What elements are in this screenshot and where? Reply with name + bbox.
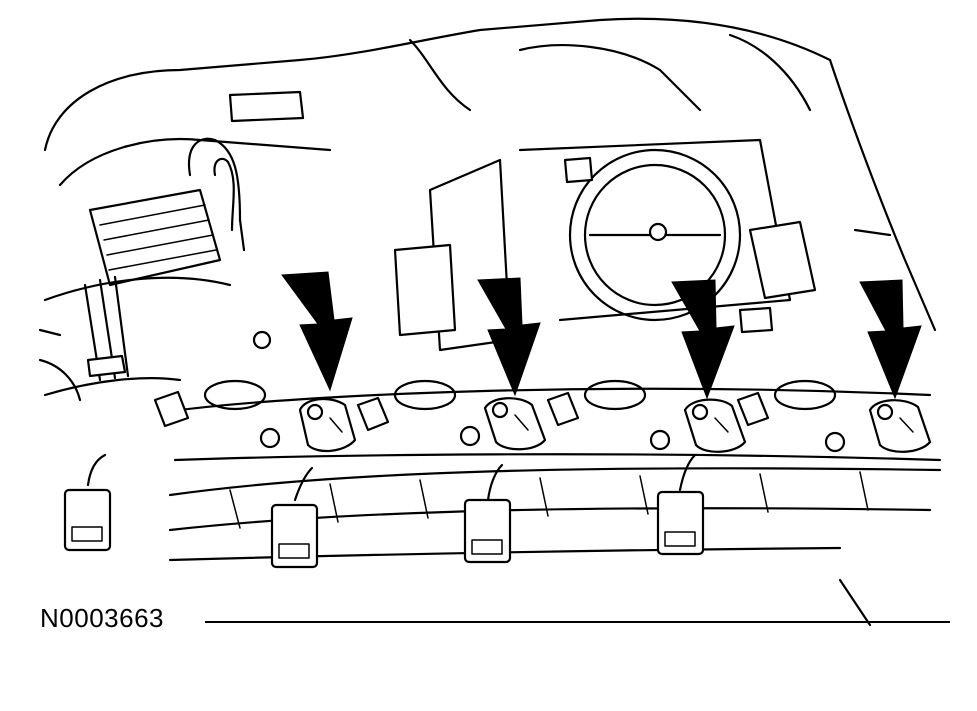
fuel-injector-1 — [298, 397, 357, 453]
callout-arrow-4 — [859, 279, 922, 400]
callout-arrow-2 — [477, 277, 541, 397]
idle-air-control-valve — [393, 158, 512, 352]
throttle-body — [518, 138, 817, 334]
harness-connectors — [63, 453, 705, 569]
callout-arrows — [281, 271, 922, 400]
figure-reference-code: N0003663 — [40, 602, 170, 634]
fuel-injector-3 — [683, 398, 747, 453]
fuel-injector-2 — [483, 397, 547, 451]
callout-arrow-1 — [281, 271, 353, 392]
fuel-injectors — [298, 397, 932, 453]
injector-side-clips — [153, 390, 770, 432]
intake-ports — [173, 330, 942, 462]
callout-arrow-3 — [671, 279, 735, 400]
fuel-injector-4 — [868, 399, 932, 453]
air-intake-tube — [43, 275, 232, 397]
engine-background-lines — [38, 17, 937, 627]
upper-left-housing — [88, 90, 305, 287]
